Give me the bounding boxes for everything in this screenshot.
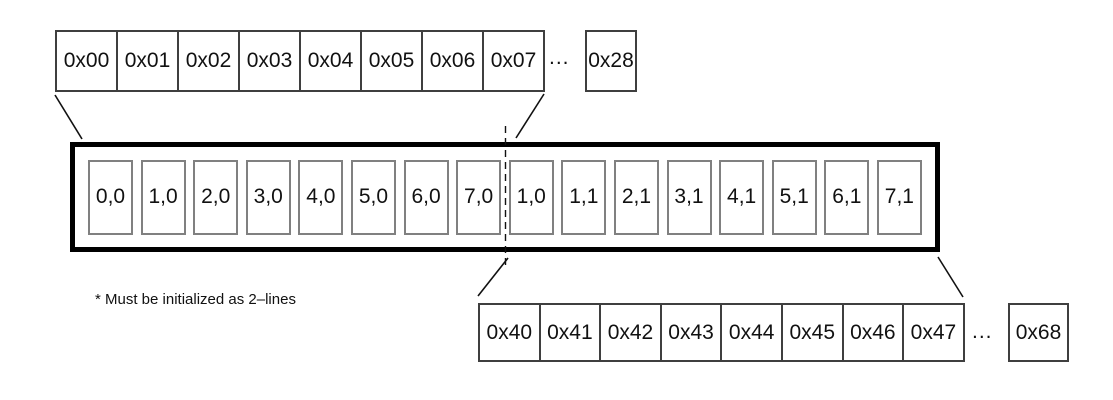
memory-address-cell: 0x06 (423, 32, 484, 90)
memory-address-tail-cell-bottom: 0x68 (1008, 303, 1069, 362)
buffer-element-cell: 4,1 (719, 159, 765, 235)
buffer-element-cell: 1,0 (508, 159, 554, 235)
connector-line-top-right (515, 93, 545, 139)
memory-address-cell: 0x03 (240, 32, 301, 90)
buffer-element-cell: 3,0 (245, 159, 291, 235)
memory-address-cell: 0x41 (540, 305, 602, 360)
footnote-text: * Must be initialized as 2–lines (95, 291, 296, 308)
memory-address-cell: 0x47 (904, 305, 963, 360)
memory-address-cell: 0x00 (57, 32, 118, 90)
ellipsis-bottom: ... (972, 320, 993, 343)
memory-address-cell: 0x43 (661, 305, 723, 360)
buffer-element-cell: 7,1 (876, 159, 922, 235)
connector-line-top-left (54, 94, 83, 140)
buffer-element-cell: 2,1 (613, 159, 659, 235)
memory-address-cell: 0x42 (601, 305, 662, 360)
buffer-element-cell: 3,1 (666, 159, 712, 235)
memory-address-cell: 0x04 (301, 32, 362, 90)
connector-line-bottom-right (937, 256, 964, 298)
memory-address-cell: 0x01 (118, 32, 179, 90)
buffer-element-cell: 5,0 (350, 159, 396, 235)
memory-address-cell: 0x02 (179, 32, 240, 90)
buffer-element-cell: 1,1 (561, 159, 607, 235)
ellipsis-top: ... (549, 46, 570, 69)
memory-address-cell: 0x40 (480, 305, 541, 360)
buffer-element-cell: 6,1 (824, 159, 870, 235)
buffer-element-cell: 5,1 (771, 159, 817, 235)
memory-address-cell: 0x44 (722, 305, 783, 360)
buffer-element-cell: 7,0 (456, 159, 502, 235)
memory-address-cell: 0x45 (782, 305, 844, 360)
memory-address-cell: 0x07 (484, 32, 543, 90)
memory-address-cell: 0x05 (362, 32, 423, 90)
buffer-element-cell: 0,0 (88, 159, 133, 235)
memory-address-tail-cell-top: 0x28 (585, 30, 637, 92)
connector-line-bottom-left (477, 257, 509, 297)
buffer-element-cell: 1,0 (140, 159, 186, 235)
buffer-element-cell: 4,0 (298, 159, 344, 235)
buffer-element-cell: 2,0 (193, 159, 239, 235)
memory-address-cell: 0x46 (843, 305, 905, 360)
buffer-element-cell: 6,0 (403, 159, 449, 235)
